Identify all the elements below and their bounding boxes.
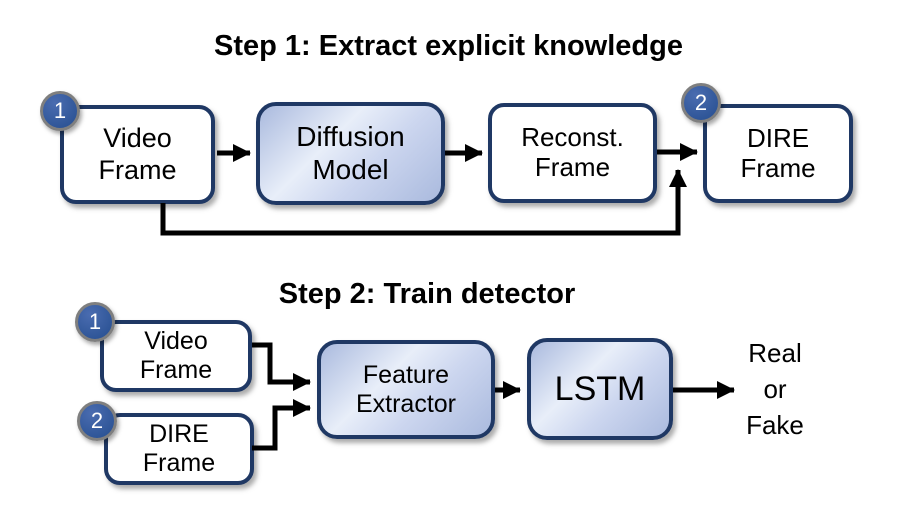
box-diffusion-model-label: Diffusion Model [296, 121, 405, 185]
step2-title: Step 2: Train detector [278, 278, 576, 310]
box-reconst-frame-label: Reconst. Frame [521, 122, 624, 182]
badge-2-step2: 2 [77, 401, 117, 441]
box-video-frame-step1-label: Video Frame [98, 123, 177, 185]
connector-video2-to-feature [252, 342, 311, 391]
box-dire-frame-step1-label: DIRE Frame [740, 122, 816, 183]
badge-1-step1: 1 [40, 91, 80, 131]
box-diffusion-model: Diffusion Model [256, 102, 445, 205]
box-feature-extractor: Feature Extractor [317, 340, 495, 439]
box-video-frame-step2-label: Video Frame [139, 327, 213, 384]
connector-dire2-to-feature [252, 399, 311, 451]
output-real-or-fake: Real or Fake [746, 338, 804, 440]
badge-2-step1: 2 [681, 83, 721, 123]
box-feature-extractor-label: Feature Extractor [355, 360, 457, 418]
box-dire-frame-step2-label: DIRE Frame [142, 420, 216, 477]
box-reconst-frame: Reconst. Frame [488, 103, 657, 203]
box-lstm: LSTM [527, 338, 673, 440]
badge-1-step2: 1 [75, 302, 115, 342]
box-dire-frame-step1: DIRE Frame [703, 104, 853, 203]
box-dire-frame-step2: DIRE Frame [104, 413, 254, 485]
box-video-frame-step1: Video Frame [60, 105, 215, 204]
step1-title: Step 1: Extract explicit knowledge [214, 30, 683, 62]
box-video-frame-step2: Video Frame [100, 320, 252, 392]
box-lstm-label: LSTM [554, 370, 646, 408]
